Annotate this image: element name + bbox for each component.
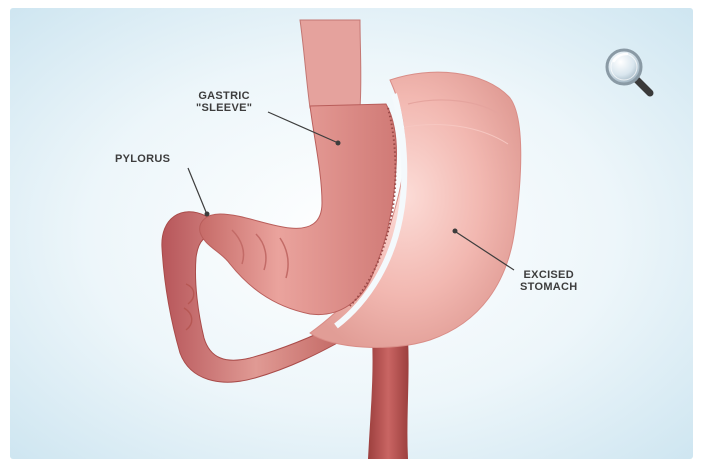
pylorus-label: PYLORUS bbox=[115, 153, 170, 165]
illustration-panel: GASTRIC "SLEEVE" PYLORUS EXCISED STOMACH bbox=[10, 8, 693, 459]
excised-stomach-label-line2: STOMACH bbox=[520, 281, 578, 293]
pylorus-pointer-dot bbox=[205, 212, 210, 217]
excised-stomach-label: EXCISED STOMACH bbox=[520, 269, 578, 293]
esophagus bbox=[300, 20, 361, 108]
jejunum-tube bbox=[368, 338, 409, 459]
gastric-sleeve-label-line1: GASTRIC bbox=[196, 90, 252, 102]
gastric-sleeve-label: GASTRIC "SLEEVE" bbox=[196, 90, 252, 114]
sleeve-gastrectomy-illustration bbox=[10, 8, 693, 459]
gastric-sleeve-label-line2: "SLEEVE" bbox=[196, 102, 252, 114]
sleeve-pointer-dot bbox=[336, 141, 341, 146]
excised-pointer-dot bbox=[453, 229, 458, 234]
magnifier-icon[interactable] bbox=[602, 45, 658, 101]
excised-stomach-label-line1: EXCISED bbox=[520, 269, 578, 281]
